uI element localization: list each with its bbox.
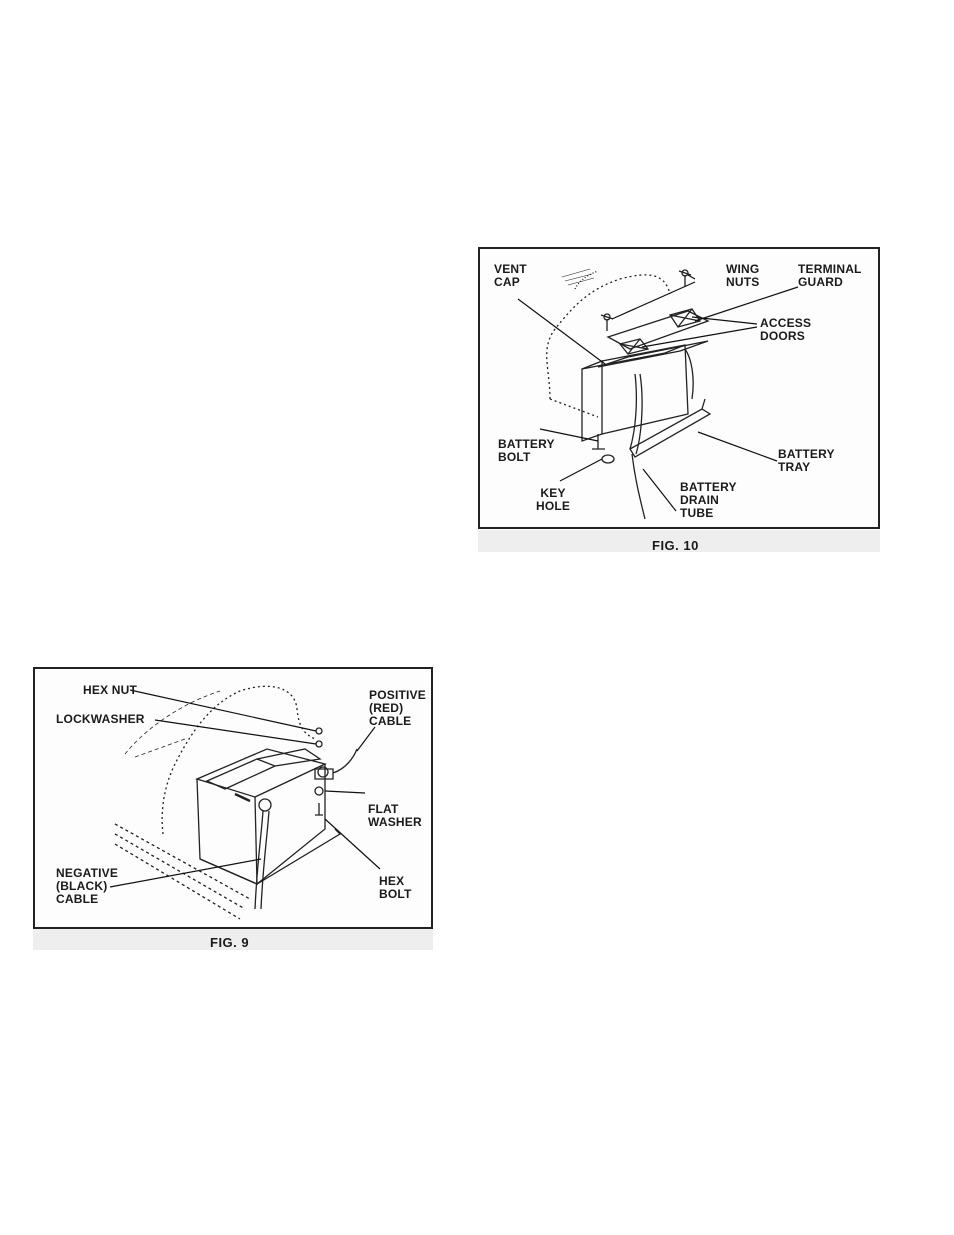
fig9-hex-nut bbox=[316, 728, 322, 734]
fig10-label-wing-nuts: WING NUTS bbox=[726, 263, 759, 289]
fig10-battery bbox=[582, 361, 602, 441]
fig10-leader-battery-tray bbox=[698, 432, 777, 461]
fig10-label-key-hole: KEY HOLE bbox=[536, 487, 570, 513]
fig10-leader-drain-tube bbox=[643, 469, 676, 511]
fig10-label-vent-cap: VENT CAP bbox=[494, 263, 527, 289]
fig9-label-positive-cable: POSITIVE (RED) CABLE bbox=[369, 689, 426, 728]
fig10-drain-tube bbox=[632, 454, 645, 519]
fig9-negative-terminal bbox=[259, 799, 271, 811]
fig10-leader-vent-cap bbox=[518, 299, 605, 364]
fig9-leader-flat-washer bbox=[325, 791, 365, 793]
fig9-fender-outline bbox=[162, 686, 315, 834]
fig9-leader-lockwasher bbox=[155, 720, 316, 744]
fig9-hex-bolt bbox=[315, 803, 323, 815]
fig10-label-access-doors: ACCESS DOORS bbox=[760, 317, 811, 343]
fig9-label-hex-nut: HEX NUT bbox=[83, 684, 137, 697]
fig10-caption: FIG. 10 bbox=[652, 538, 699, 553]
fig9-label-flat-washer: FLAT WASHER bbox=[368, 803, 422, 829]
fig9-caption: FIG. 9 bbox=[210, 935, 249, 950]
fig9-lockwasher bbox=[316, 741, 322, 747]
fig10-label-battery-drain-tube: BATTERY DRAIN TUBE bbox=[680, 481, 737, 520]
fig9-label-negative-cable: NEGATIVE (BLACK) CABLE bbox=[56, 867, 118, 906]
fig10-leader-wing-nuts-1 bbox=[688, 275, 695, 279]
fig10-key-hole bbox=[602, 455, 614, 463]
fig9-positive-cable bbox=[333, 749, 357, 773]
fig10-label-battery-tray: BATTERY TRAY bbox=[778, 448, 835, 474]
fig10-label-terminal-guard: TERMINAL GUARD bbox=[798, 263, 862, 289]
figure-9-battery-cables: HEX NUT LOCKWASHER POSITIVE (RED) CABLE … bbox=[33, 667, 433, 929]
fig9-leader-positive-cable bbox=[357, 727, 375, 751]
fig9-label-hex-bolt: HEX BOLT bbox=[379, 875, 412, 901]
figure-10-battery-installation: VENT CAP WING NUTS TERMINAL GUARD ACCESS… bbox=[478, 247, 880, 529]
fig9-label-lockwasher: LOCKWASHER bbox=[56, 713, 145, 726]
fig9-leader-hex-nut bbox=[130, 690, 316, 731]
fig10-label-battery-bolt: BATTERY BOLT bbox=[498, 438, 555, 464]
fig10-leader-key-hole bbox=[560, 459, 602, 481]
fig9-flat-washer bbox=[315, 787, 323, 795]
